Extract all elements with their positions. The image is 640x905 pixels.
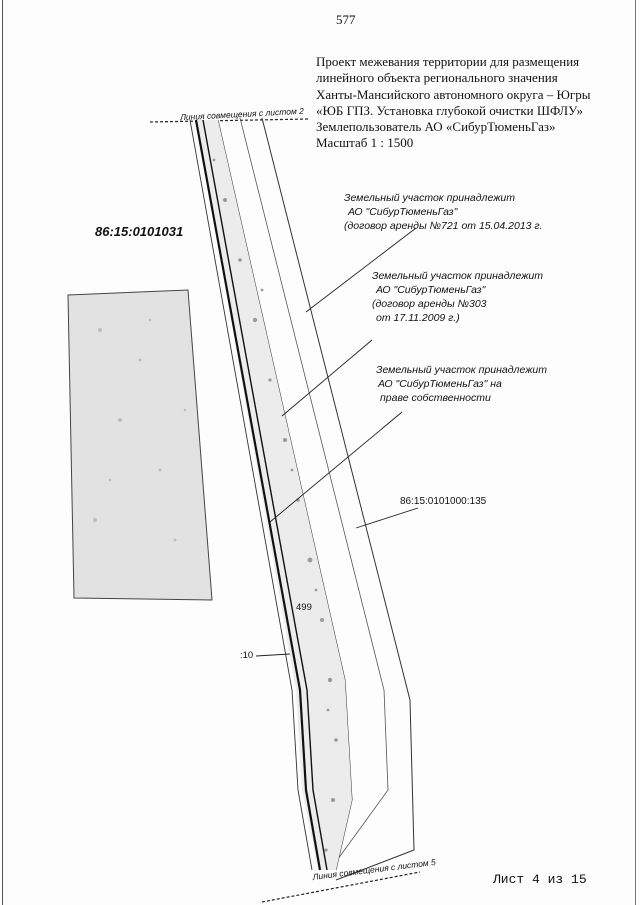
note-line: АО "СибурТюменьГаз" — [376, 284, 486, 296]
leader-note-3 — [269, 411, 403, 523]
leader-label-10 — [255, 653, 291, 657]
parcel-note-3: Земельный участок принадлежит АО "СибурТ… — [376, 363, 547, 405]
pipeline-line-1 — [194, 119, 322, 871]
note-line: АО "СибурТюменьГаз" — [348, 206, 458, 218]
note-line: АО "СибурТюменьГаз" на — [378, 378, 502, 390]
parcel-note-1: Земельный участок принадлежит АО "СибурТ… — [344, 191, 543, 233]
leader-note-2 — [281, 339, 373, 417]
sheet-counter: Лист 4 из 15 — [493, 872, 587, 887]
join-line-bottom — [261, 871, 421, 903]
title-line: Землепользователь АО «СибурТюменьГаз» — [316, 119, 556, 135]
cadastral-block-label: 86:15:0101031 — [95, 224, 184, 239]
parcel-135-boundary — [261, 117, 415, 881]
note-line: (договор аренды №303 — [372, 298, 487, 310]
title-line: Масштаб 1 : 1500 — [316, 135, 414, 151]
document-title: Проект межевания территории для размещен… — [316, 54, 616, 152]
adjacent-block-area — [67, 289, 213, 601]
sheet-left-border — [2, 0, 3, 905]
leader-parcel-135 — [355, 507, 419, 529]
title-line: линейного объекта регионального значения — [316, 70, 558, 86]
parcel-135-label: 86:15:0101000:135 — [400, 496, 487, 507]
title-line: Ханты-Мансийского автономного округа – Ю… — [316, 86, 591, 102]
parcel-135-inner-boundary — [239, 117, 389, 871]
note-line: праве собственности — [380, 392, 491, 404]
corridor-texture — [212, 158, 338, 852]
corridor-left-edge — [189, 119, 313, 871]
note-line: (договор аренды №721 от 15.04.2013 г. — [344, 220, 543, 232]
note-line: Земельный участок принадлежит — [376, 364, 548, 376]
note-line: Земельный участок принадлежит — [344, 192, 516, 204]
sheet-right-border — [635, 0, 636, 905]
leader-note-1 — [305, 227, 417, 313]
title-line: «ЮБ ГПЗ. Установка глубокой очистки ШФЛУ… — [316, 102, 583, 118]
note-line: от 17.11.2009 г.) — [376, 312, 460, 324]
pipeline-line-2 — [202, 119, 328, 871]
adjacent-block-texture — [93, 318, 187, 542]
parcel-note-2: Земельный участок принадлежит АО "СибурТ… — [372, 269, 543, 325]
note-line: Земельный участок принадлежит — [372, 270, 544, 282]
title-line: Проект межевания территории для размещен… — [316, 54, 580, 69]
page-number: 577 — [336, 12, 356, 27]
parcel-499-label: 499 — [296, 602, 312, 613]
corridor-area — [196, 120, 352, 870]
join-line-top — [149, 118, 309, 123]
parcel-10-label: :10 — [240, 650, 254, 661]
